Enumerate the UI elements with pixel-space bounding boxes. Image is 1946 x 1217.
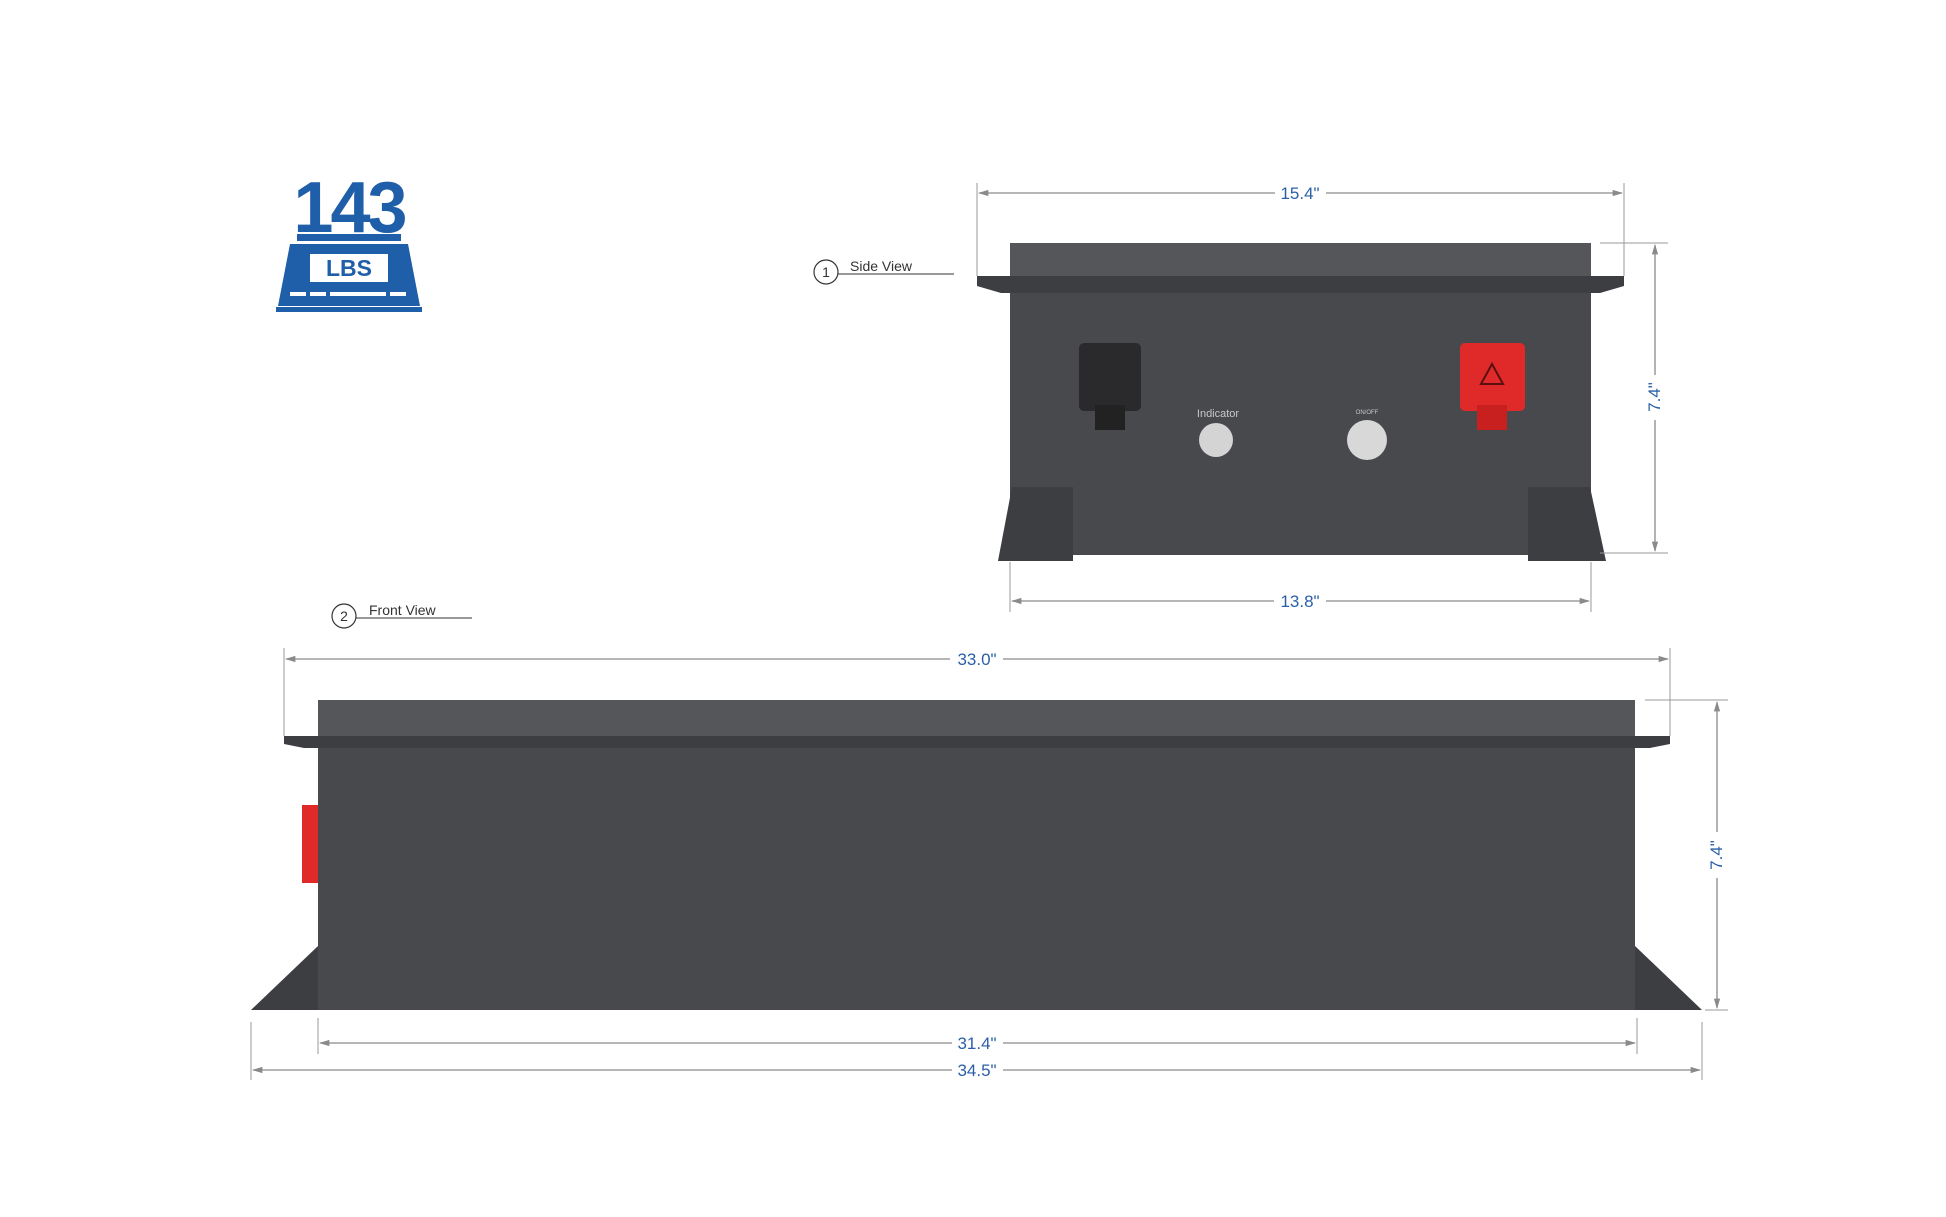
front-width-overall: 34.5" — [957, 1061, 996, 1080]
svg-text:1: 1 — [822, 264, 830, 280]
side-width-top: 15.4" — [1280, 184, 1319, 203]
front-view-dimensions: 33.0" 7.4" 31.4" 34.5" — [250, 648, 1728, 1080]
power-switch-icon — [1347, 420, 1387, 460]
svg-text:2: 2 — [340, 608, 348, 624]
front-height: 7.4" — [1707, 840, 1726, 870]
side-height: 7.4" — [1645, 382, 1664, 412]
side-view-title: Side View — [850, 258, 913, 274]
front-view-drawing — [251, 700, 1702, 1010]
front-view-title: Front View — [369, 602, 437, 618]
indicator-label: Indicator — [1197, 408, 1240, 420]
side-width-bottom: 13.8" — [1280, 592, 1319, 611]
side-view-dimensions: 15.4" 7.4" 13.8" — [976, 183, 1668, 612]
side-view-drawing: Indicator ON/OFF — [977, 243, 1624, 561]
weight-badge-icon: 143 LBS — [276, 168, 422, 312]
positive-terminal-icon — [1460, 343, 1525, 430]
front-width-inner: 31.4" — [957, 1034, 996, 1053]
switch-label: ON/OFF — [1356, 410, 1379, 416]
positive-terminal-side-icon — [302, 805, 318, 883]
side-view-label: 1 Side View — [813, 258, 954, 285]
front-width-top: 33.0" — [957, 650, 996, 669]
front-view-label: 2 Front View — [331, 602, 472, 629]
weight-unit: LBS — [326, 255, 372, 281]
indicator-light-icon — [1199, 423, 1233, 457]
negative-terminal-icon — [1079, 343, 1141, 430]
